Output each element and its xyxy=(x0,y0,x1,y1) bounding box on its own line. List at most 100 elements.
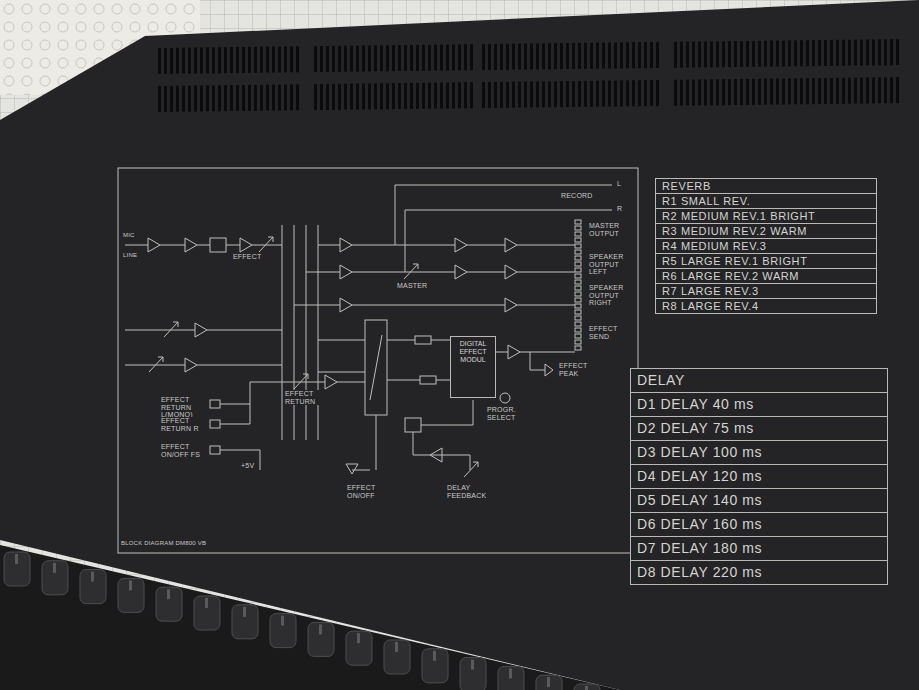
vent-slot xyxy=(236,47,239,73)
vent-slot xyxy=(374,45,377,71)
table-row: D6 DELAY 160 ms xyxy=(631,513,887,537)
vent-slot xyxy=(176,48,179,74)
vent-slot xyxy=(512,44,515,70)
signal-label: L xyxy=(616,180,622,188)
fader-symbol xyxy=(259,237,273,252)
block-symbol xyxy=(575,328,581,332)
vent-slot xyxy=(590,81,593,107)
vent-slot xyxy=(218,85,221,111)
vent-slot xyxy=(506,82,509,108)
vent-slot xyxy=(254,47,257,73)
signal-label: MASTER xyxy=(396,282,428,290)
vent-slot xyxy=(482,82,485,108)
table-row: R3 MEDIUM REV.2 WARM xyxy=(656,224,876,239)
vent-slot xyxy=(260,47,263,73)
vent-slot xyxy=(296,84,299,110)
fader-arrow xyxy=(413,264,418,269)
vent-slot xyxy=(650,80,653,106)
vent-slot xyxy=(182,48,185,74)
knob-row xyxy=(0,545,620,690)
vent-slot xyxy=(356,46,359,72)
vent-slot xyxy=(488,44,491,70)
block-symbol xyxy=(575,292,581,296)
vent-slot xyxy=(698,79,701,105)
vent-slot xyxy=(722,41,725,67)
vent-slot xyxy=(158,86,161,112)
vent-slot xyxy=(356,84,359,110)
vent-slot xyxy=(284,46,287,72)
vent-slot xyxy=(200,47,203,73)
knob-marker xyxy=(53,563,56,573)
vent-slot xyxy=(794,40,797,66)
vent-slot xyxy=(248,47,251,73)
signal-label: EFFECT SEND xyxy=(588,325,624,340)
vent-slot xyxy=(344,84,347,110)
signal-label: EFFECT RETURN L(MONO) xyxy=(160,396,208,419)
vent-slot xyxy=(734,79,737,105)
block-symbol xyxy=(118,168,638,553)
vent-slot xyxy=(416,83,419,109)
signal-label: SPEAKER OUTPUT LEFT xyxy=(588,253,632,276)
fader-symbol xyxy=(294,374,308,389)
wire xyxy=(496,352,508,353)
vent-slot xyxy=(728,79,731,105)
vent-slot xyxy=(278,85,281,111)
vent-slot xyxy=(854,78,857,104)
wire xyxy=(294,305,340,306)
vent-slot xyxy=(770,79,773,105)
vent-slot xyxy=(296,46,299,72)
vent-slot xyxy=(254,85,257,111)
vent-slot xyxy=(362,46,365,72)
fader-arrow xyxy=(473,462,478,467)
vent-slot xyxy=(674,80,677,106)
wire xyxy=(125,330,195,331)
vent-slot xyxy=(824,78,827,104)
vent-slot xyxy=(740,41,743,67)
signal-label: MASTER OUTPUT xyxy=(588,222,626,237)
vent-slot xyxy=(602,81,605,107)
block-symbol xyxy=(210,446,220,454)
vent-slot xyxy=(164,48,167,74)
program-table: REVERBR1 SMALL REV.R2 MEDIUM REV.1 BRIGH… xyxy=(655,178,877,314)
vent-slot xyxy=(626,80,629,106)
knob xyxy=(80,570,106,604)
vent-slot xyxy=(818,40,821,66)
vent-slot xyxy=(278,47,281,73)
knob xyxy=(574,684,600,690)
vent-slot xyxy=(614,80,617,106)
vent-slot xyxy=(746,79,749,105)
vent-slot xyxy=(230,85,233,111)
block-symbol xyxy=(575,334,581,338)
led-symbol xyxy=(545,364,553,376)
vent-slot xyxy=(518,82,521,108)
effect-module-box: DIGITAL EFFECT MODUL xyxy=(450,336,496,398)
amplifier-symbol xyxy=(505,238,517,252)
block-symbol xyxy=(575,274,581,278)
vent-slot xyxy=(890,39,893,65)
vent-slot xyxy=(644,80,647,106)
vent-slot xyxy=(368,45,371,71)
signal-label: DELAY FEEDBACK xyxy=(446,484,490,499)
vent-slot xyxy=(596,81,599,107)
vent-slot xyxy=(812,78,815,104)
signal-label: EFFECT PEAK xyxy=(558,362,594,377)
vent-slot xyxy=(530,44,533,70)
amplifier-symbol xyxy=(240,238,252,252)
block-symbol xyxy=(575,280,581,284)
vent-slot xyxy=(800,40,803,66)
table-row: R2 MEDIUM REV.1 BRIGHT xyxy=(656,209,876,224)
wire xyxy=(337,382,365,383)
vent-slot xyxy=(524,82,527,108)
vent-slot xyxy=(224,85,227,111)
vent-slot xyxy=(656,80,659,106)
wire xyxy=(436,380,450,381)
vent-slot xyxy=(512,82,515,108)
vent-slot xyxy=(572,43,575,69)
wire xyxy=(387,380,420,381)
wire xyxy=(306,225,307,440)
block-symbol xyxy=(575,316,581,320)
vent-slot xyxy=(596,43,599,69)
knob-marker xyxy=(509,668,512,678)
vent-slot xyxy=(362,84,365,110)
vent-slot xyxy=(584,81,587,107)
